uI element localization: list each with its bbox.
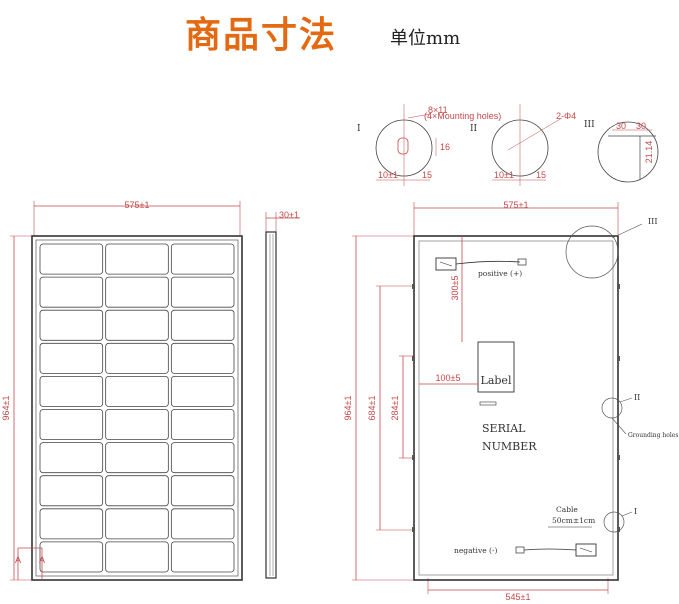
cable-length: 50cm±1cm bbox=[552, 516, 595, 525]
unit-label: 单位mm bbox=[390, 28, 461, 49]
solar-cell bbox=[105, 375, 169, 407]
label-offset-dim: 100±5 bbox=[436, 373, 461, 383]
solar-cell bbox=[170, 442, 235, 474]
detail-I-d2: 15 bbox=[422, 170, 432, 180]
front-view: 575±1 964±1 A A bbox=[1, 200, 243, 581]
solar-cell bbox=[105, 243, 169, 275]
solar-cell bbox=[105, 309, 169, 341]
solar-cell bbox=[39, 475, 104, 507]
positive-offset-dim: 300±5 bbox=[450, 276, 460, 301]
section-mark-left: A bbox=[15, 555, 21, 565]
front-height-dim: 964±1 bbox=[1, 396, 11, 421]
side-view: 30±1 bbox=[265, 210, 300, 579]
section-mark-right: A bbox=[39, 555, 45, 565]
solar-cell bbox=[105, 276, 169, 308]
detail-III-d2: 30 bbox=[636, 121, 646, 131]
detail-III-roman: III bbox=[584, 120, 595, 130]
detail-II-d2: 15 bbox=[536, 170, 546, 180]
detail-I-note1: 8×11 bbox=[428, 105, 448, 115]
callout-I: I bbox=[634, 507, 637, 516]
cable-label: Cable bbox=[556, 505, 578, 514]
grounding-label: Grounding holes bbox=[628, 432, 678, 439]
callout-II: II bbox=[634, 393, 640, 402]
positive-label: positive (+) bbox=[478, 269, 522, 278]
solar-cell bbox=[170, 409, 235, 441]
solar-cell bbox=[39, 442, 104, 474]
solar-cell-grid bbox=[39, 243, 235, 573]
solar-cell bbox=[39, 309, 104, 341]
detail-II-d1: 10±1 bbox=[494, 170, 514, 180]
side-thickness-dim: 30±1 bbox=[279, 210, 299, 220]
label-box: Label bbox=[481, 374, 512, 387]
solar-cell bbox=[170, 342, 235, 374]
front-width-dim: 575±1 bbox=[125, 200, 150, 210]
solar-cell bbox=[105, 475, 169, 507]
solar-cell bbox=[105, 342, 169, 374]
solar-cell bbox=[39, 243, 104, 275]
solar-cell bbox=[170, 309, 235, 341]
solar-cell bbox=[39, 409, 104, 441]
back-width-top-dim: 575±1 bbox=[504, 200, 529, 210]
back-view: 575±1 545±1 964±1 684±1 284±1 bbox=[343, 200, 678, 602]
solar-cell bbox=[170, 276, 235, 308]
solar-cell bbox=[39, 276, 104, 308]
detail-II-roman: II bbox=[470, 124, 478, 134]
back-height-total-dim: 964±1 bbox=[343, 396, 353, 421]
back-height-b-dim: 284±1 bbox=[390, 396, 400, 421]
detail-III: III 30 30 21.14 bbox=[584, 120, 659, 183]
detail-I-note2: (4×Mounting holes) bbox=[424, 111, 501, 121]
solar-cell bbox=[170, 508, 235, 540]
back-width-bottom-dim: 545±1 bbox=[506, 592, 531, 602]
back-height-a-dim: 684±1 bbox=[367, 396, 377, 421]
callout-III: III bbox=[648, 217, 657, 226]
detail-III-d3: 21.14 bbox=[644, 141, 654, 164]
serial-line-1: SERIAL bbox=[482, 422, 526, 435]
detail-II-note: 2-Φ4 bbox=[556, 111, 576, 121]
detail-I-roman: I bbox=[357, 124, 361, 134]
detail-II: II 2-Φ4 10±1 15 bbox=[470, 104, 576, 186]
solar-cell bbox=[170, 243, 235, 275]
negative-label: negative (-) bbox=[454, 546, 497, 555]
solar-cell bbox=[170, 375, 235, 407]
page-title: 商品寸法 bbox=[185, 15, 338, 56]
solar-cell bbox=[105, 508, 169, 540]
solar-cell bbox=[39, 508, 104, 540]
solar-cell bbox=[39, 541, 104, 573]
solar-cell bbox=[105, 409, 169, 441]
solar-cell bbox=[105, 541, 169, 573]
detail-I: I 8×11 (4×Mounting holes) 16 10±1 15 bbox=[357, 104, 501, 186]
solar-cell bbox=[170, 475, 235, 507]
detail-I-d1: 10±1 bbox=[378, 170, 398, 180]
detail-I-d3: 16 bbox=[440, 142, 450, 152]
solar-cell bbox=[170, 541, 235, 573]
solar-cell bbox=[39, 375, 104, 407]
detail-III-d1: 30 bbox=[616, 121, 626, 131]
solar-cell bbox=[39, 342, 104, 374]
solar-cell bbox=[105, 442, 169, 474]
serial-line-2: NUMBER bbox=[482, 440, 537, 453]
